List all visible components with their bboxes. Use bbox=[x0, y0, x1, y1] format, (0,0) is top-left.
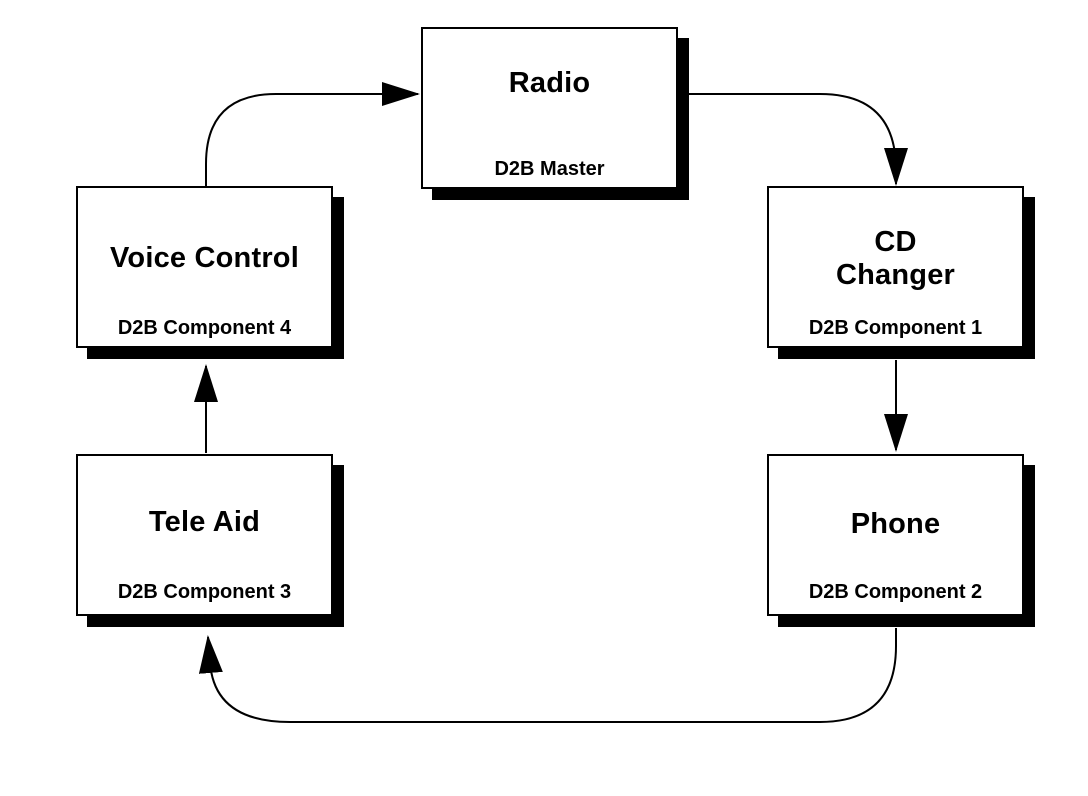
node-phone-role: D2B Component 2 bbox=[808, 581, 983, 603]
node-cd-changer: CD Changer D2B Component 1 bbox=[767, 186, 1024, 348]
node-voice-control-name: Voice Control bbox=[110, 242, 299, 274]
link-voice-control-to-radio bbox=[205, 82, 420, 186]
link-phone-to-tele-aid bbox=[198, 628, 897, 723]
node-radio: Radio D2B Master bbox=[421, 27, 678, 189]
node-cd-changer-role: D2B Component 1 bbox=[808, 317, 983, 339]
link-radio-to-cd-changer bbox=[678, 93, 908, 186]
node-phone: Phone D2B Component 2 bbox=[767, 454, 1024, 616]
node-tele-aid: Tele Aid D2B Component 3 bbox=[76, 454, 333, 616]
node-cd-changer-name: CD Changer bbox=[835, 226, 956, 291]
node-radio-role: D2B Master bbox=[494, 158, 605, 180]
node-voice-control: Voice Control D2B Component 4 bbox=[76, 186, 333, 348]
node-voice-control-role: D2B Component 4 bbox=[117, 317, 292, 339]
node-tele-aid-role: D2B Component 3 bbox=[117, 581, 292, 603]
node-tele-aid-name: Tele Aid bbox=[148, 506, 261, 538]
node-radio-name: Radio bbox=[508, 67, 591, 99]
node-phone-name: Phone bbox=[850, 508, 941, 540]
